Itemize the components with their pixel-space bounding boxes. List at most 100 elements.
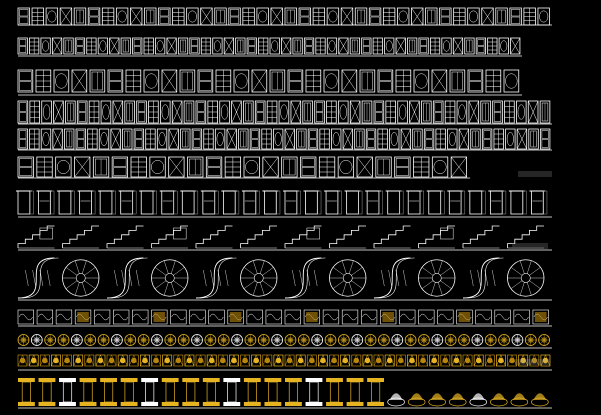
column-block (285, 378, 302, 406)
door-block (136, 100, 147, 124)
door-block (528, 128, 539, 150)
panel-block (380, 309, 397, 325)
panel-block (437, 309, 454, 325)
door-elevations-row-1 (17, 7, 552, 26)
door-block (17, 100, 29, 124)
door-block (256, 7, 269, 26)
door-block (51, 37, 63, 55)
frame-block (16, 190, 34, 215)
door-block (29, 128, 40, 150)
door-block (385, 100, 396, 124)
door-block (262, 156, 279, 178)
door-block (441, 37, 452, 55)
door-block (172, 7, 185, 26)
strip-block (151, 354, 161, 367)
door-block (375, 156, 392, 178)
door-block (115, 7, 129, 26)
panel-block (322, 309, 340, 325)
door-block (326, 100, 337, 124)
door-block (31, 7, 44, 26)
stair-block (373, 225, 411, 249)
spiral-stairs-row (17, 257, 552, 301)
door-block (481, 128, 493, 150)
panel-block (456, 309, 473, 325)
panel-block (399, 309, 416, 325)
door-block (505, 128, 516, 150)
strip-block (128, 354, 139, 367)
door-block (516, 100, 527, 124)
rosette-block (364, 334, 377, 346)
door-block (302, 100, 313, 124)
strip-block (162, 354, 173, 367)
door-block (214, 7, 227, 26)
door-block (235, 37, 246, 55)
frame-block (488, 190, 507, 215)
door-block (74, 37, 86, 55)
column-block (141, 378, 159, 406)
strip-block (17, 354, 28, 367)
stair-block (418, 225, 455, 249)
door-block (539, 100, 551, 124)
strip-block (540, 354, 551, 367)
panel-block (418, 309, 435, 325)
door-block (412, 128, 423, 150)
strip-block (251, 354, 262, 367)
column-block (161, 378, 179, 406)
panel-block (475, 309, 492, 325)
rosette-block (177, 334, 190, 346)
door-block (63, 37, 74, 55)
frame-block (241, 190, 260, 215)
stair-block (62, 225, 99, 249)
rosette-block (44, 334, 57, 346)
door-block (269, 69, 286, 93)
rosette-block (498, 334, 510, 346)
door-block (238, 128, 249, 150)
door-block (215, 69, 232, 93)
door-block (53, 100, 64, 124)
strip-block (184, 354, 195, 367)
spiral-block (62, 259, 100, 297)
strip-block (73, 354, 84, 367)
door-block (17, 156, 34, 178)
frame-block (344, 190, 363, 215)
door-block (73, 7, 87, 26)
door-block (166, 37, 177, 55)
spiral-block (462, 257, 504, 299)
strip-block (507, 354, 517, 367)
rosette-block (538, 334, 550, 346)
door-block (468, 100, 480, 124)
rosette-block (311, 334, 324, 346)
strip-block (284, 354, 295, 367)
strip-block (362, 354, 373, 367)
door-block (397, 7, 410, 26)
frame-block (139, 190, 157, 215)
column-block (490, 393, 508, 407)
door-block (205, 156, 223, 178)
frame-block (303, 190, 322, 215)
door-block (76, 100, 88, 124)
door-block (349, 37, 360, 55)
door-block (384, 37, 395, 55)
door-block (492, 100, 503, 124)
door-block (373, 100, 385, 124)
rosette-block (431, 334, 444, 346)
door-block (52, 128, 63, 150)
door-block (75, 128, 86, 150)
door-block (331, 128, 342, 150)
door-block (368, 7, 382, 26)
door-block (156, 128, 168, 150)
strip-block (429, 354, 440, 367)
door-block (470, 128, 481, 150)
door-block (407, 37, 418, 55)
door-block (539, 128, 551, 150)
strip-block (340, 354, 351, 367)
door-block (498, 37, 509, 55)
column-block (38, 378, 56, 406)
spiral-block (240, 259, 278, 297)
rosette-block (297, 334, 310, 346)
column-block (428, 393, 446, 407)
door-block (361, 100, 373, 124)
door-block (444, 100, 456, 124)
door-block (464, 37, 475, 55)
